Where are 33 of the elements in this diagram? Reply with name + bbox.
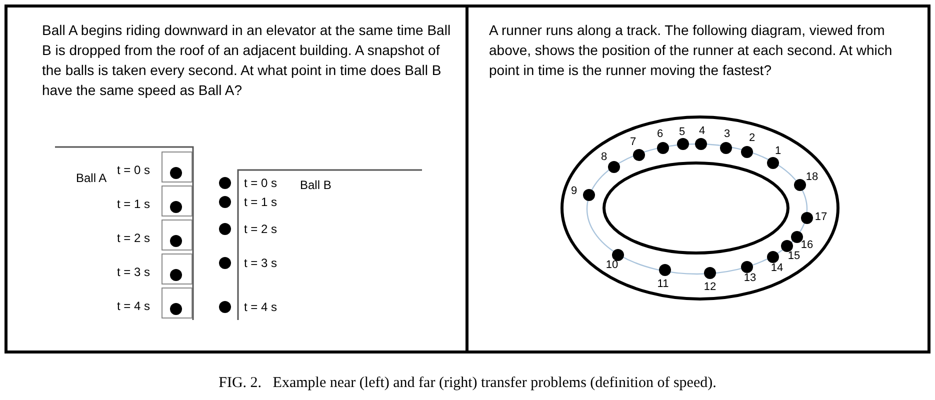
question-text: Ball A begins riding downward in an elevator at the same time Ball B is dropped from the roof of an adjacent building. A snapshot of the balls is taken every second. At what point in time does Ball B have the same speed as Ball A? [42,21,452,100]
position-number: 9 [570,186,578,197]
time-label: t = 1 s [117,198,150,210]
position-number: 13 [744,273,756,284]
time-label: t = 2 s [244,223,278,235]
position-number: 10 [606,260,618,271]
ball-label: Ball A [76,172,107,184]
time-label: t = 2 s [117,232,150,244]
position-number: 12 [704,282,716,293]
position-number: 3 [724,129,730,140]
question-text: A runner runs along a track. The following diagram, viewed from above, shows the position of the runner at each second. At which point in time is the runner moving the fastest? [489,21,894,80]
position-number: 14 [770,263,784,274]
position-number: 6 [656,129,664,140]
position-number: 11 [657,279,669,290]
position-number: 18 [806,172,818,183]
time-label: t = 4 s [244,301,278,313]
figure-caption: FIG. 2. Example near (left) and far (right) transfer problems (definition of speed). [218,375,718,392]
position-number: 17 [814,212,828,223]
time-label: t = 1 s [244,196,278,208]
time-label: t = 3 s [244,257,278,269]
position-number: 16 [800,240,814,251]
position-number: 5 [678,127,686,138]
position-number: 1 [774,146,782,157]
position-number: 7 [630,137,636,148]
position-number: 15 [788,251,800,262]
position-number: 4 [698,126,706,137]
position-number: 2 [748,133,756,144]
ball-label: Ball B [300,179,332,191]
time-label: t = 0 s [117,164,150,176]
time-label: t = 4 s [117,300,150,312]
position-number: 8 [600,152,608,163]
time-label: t = 0 s [244,177,278,189]
time-label: t = 3 s [117,266,150,278]
